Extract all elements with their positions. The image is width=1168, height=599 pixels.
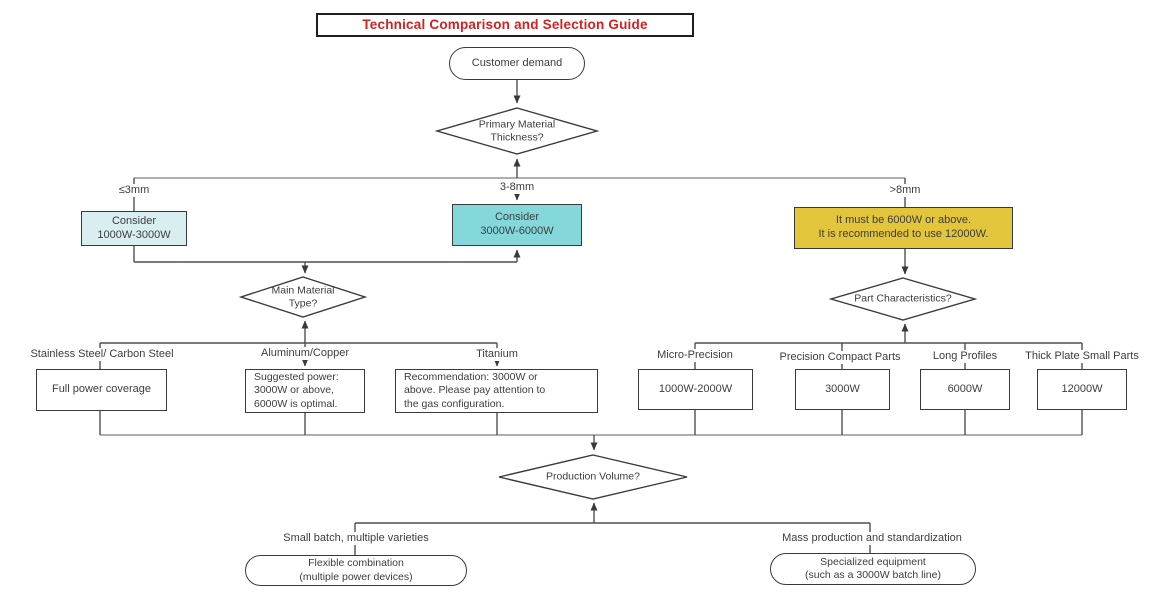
branch-label-precision-compact: Precision Compact Parts xyxy=(776,351,904,364)
branch-label-mass-production: Mass production and standardization xyxy=(779,532,965,545)
branch-label-long-profiles: Long Profiles xyxy=(929,350,1001,363)
branch-label-3-8mm: 3-8mm xyxy=(496,181,538,194)
box-6000w: 6000W xyxy=(920,369,1010,410)
branch-label-thick-plate: Thick Plate Small Parts xyxy=(1022,350,1142,363)
diamond-material xyxy=(238,276,368,318)
box-12000w: 12000W xyxy=(1037,369,1127,410)
branch-label-micro-precision: Micro-Precision xyxy=(654,349,736,362)
branch-label-aluminum: Aluminum/Copper xyxy=(257,347,353,360)
branch-label-steel: Stainless Steel/ Carbon Steel xyxy=(27,348,177,361)
branch-rails xyxy=(100,177,1082,436)
decision-material-label: Main Material Type? xyxy=(271,284,335,309)
box-consider-1000w-3000w: Consider 1000W-3000W xyxy=(81,211,187,246)
box-3000w: 3000W xyxy=(795,369,890,410)
box-suggested-power: Suggested power: 3000W or above, 6000W i… xyxy=(245,369,365,413)
box-must-be-6000w: It must be 6000W or above. It is recomme… xyxy=(794,207,1013,249)
box-consider-3000w-6000w: Consider 3000W-6000W xyxy=(452,204,582,246)
flow-edges xyxy=(99,80,1083,555)
decision-diamonds xyxy=(238,107,978,500)
page-title: Technical Comparison and Selection Guide xyxy=(316,13,694,37)
diamond-part xyxy=(828,277,978,321)
start-node: Customer demand xyxy=(449,47,585,80)
box-full-power-coverage: Full power coverage xyxy=(36,369,167,411)
branch-label-titanium: Titanium xyxy=(473,348,521,361)
diamond-thickness xyxy=(434,107,600,155)
end-specialized-equipment: Specialized equipment (such as a 3000W b… xyxy=(770,553,976,585)
branch-label-gt8mm: >8mm xyxy=(886,184,924,197)
decision-volume-label: Production Volume? xyxy=(546,470,640,483)
box-1000w-2000w: 1000W-2000W xyxy=(638,369,753,410)
branch-label-small-batch: Small batch, multiple varieties xyxy=(280,532,432,545)
end-flexible-combination: Flexible combination (multiple power dev… xyxy=(245,555,467,586)
branch-label-le3mm: ≤3mm xyxy=(115,184,153,197)
box-titanium-recommendation: Recommendation: 3000W or above. Please p… xyxy=(395,369,598,413)
decision-part-label: Part Characteristics? xyxy=(854,292,952,305)
diamond-volume xyxy=(498,454,688,500)
decision-thickness-label: Primary Material Thickness? xyxy=(478,118,556,143)
